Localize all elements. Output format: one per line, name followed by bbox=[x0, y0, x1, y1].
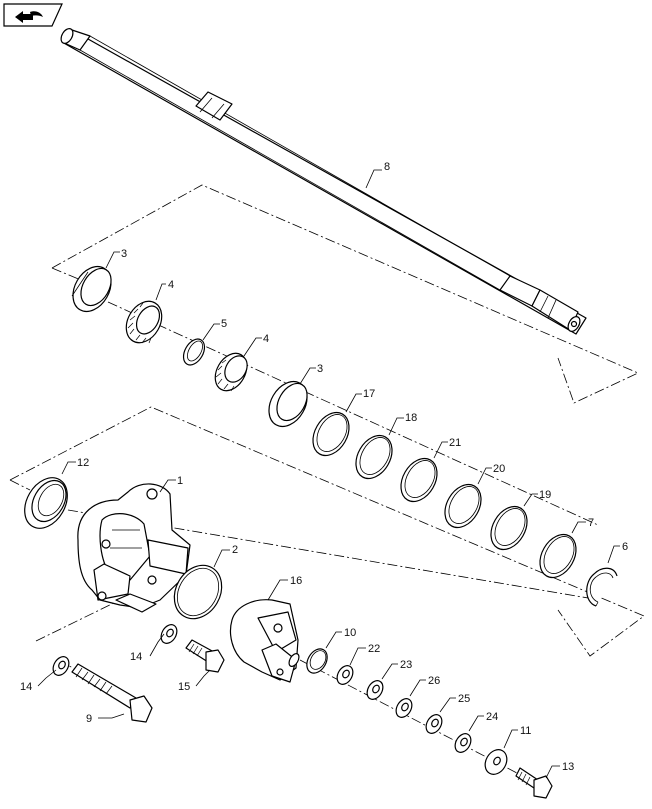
o-ring-part-2 bbox=[173, 564, 223, 620]
bolt-part-15 bbox=[185, 639, 225, 673]
lower-assembly-outline bbox=[9, 406, 645, 657]
callout-5: 5 bbox=[221, 318, 227, 330]
washer-part-22 bbox=[336, 665, 354, 685]
callout-3: 3 bbox=[121, 248, 127, 260]
callout-10: 10 bbox=[344, 627, 356, 639]
callout-20: 20 bbox=[493, 463, 505, 475]
callout-2: 2 bbox=[232, 544, 238, 556]
washer-part-14-upper bbox=[160, 624, 178, 644]
bearing-axis-line bbox=[107, 301, 599, 526]
return-button[interactable] bbox=[3, 3, 63, 27]
callout-25: 25 bbox=[458, 693, 470, 705]
callout-11: 11 bbox=[520, 725, 531, 737]
seal-part-12 bbox=[24, 477, 68, 529]
snap-ring-part-6 bbox=[586, 567, 618, 607]
callout-24: 24 bbox=[486, 711, 498, 723]
callout-14: 14 bbox=[20, 681, 32, 693]
return-arrow-icon bbox=[3, 3, 63, 27]
lower-assembly-outline-left bbox=[9, 479, 31, 491]
washer-part-23 bbox=[366, 680, 384, 700]
callout-4: 4 bbox=[263, 333, 269, 345]
shim-part-20 bbox=[444, 483, 482, 529]
housing-part-1 bbox=[77, 483, 191, 613]
callout-15: 15 bbox=[178, 681, 190, 693]
lower-assembly-outline-bottom bbox=[35, 599, 121, 642]
snap-ring-part-10 bbox=[306, 648, 328, 674]
leader-lines bbox=[37, 169, 620, 779]
callout-13: 13 bbox=[562, 761, 574, 773]
washer-part-25 bbox=[425, 714, 443, 734]
shim-part-19 bbox=[490, 505, 528, 551]
callout-labels: 8 3 4 5 4 3 17 18 21 20 19 7 6 12 1 2 16… bbox=[20, 161, 628, 773]
callout-23: 23 bbox=[400, 659, 412, 671]
washer-part-24 bbox=[454, 733, 472, 753]
callout-19: 19 bbox=[539, 489, 551, 501]
shaft-part-8 bbox=[60, 28, 587, 335]
callout-7: 7 bbox=[588, 517, 594, 529]
snap-ring-part-5 bbox=[182, 338, 206, 366]
callout-16: 16 bbox=[290, 575, 302, 587]
callout-17: 17 bbox=[363, 388, 375, 400]
callout-26: 26 bbox=[428, 675, 440, 687]
washer-part-26 bbox=[395, 698, 413, 718]
bolt-part-13 bbox=[515, 767, 553, 799]
callout-4: 4 bbox=[168, 279, 174, 291]
upper-assembly-outline bbox=[51, 184, 639, 404]
ring-part-7 bbox=[539, 533, 577, 579]
bearing-cup-part-3-lower bbox=[268, 380, 308, 428]
washer-part-14-lower bbox=[52, 656, 70, 676]
callout-18: 18 bbox=[405, 412, 417, 424]
callout-12: 12 bbox=[77, 457, 89, 469]
yoke-part-16 bbox=[229, 599, 300, 683]
callout-21: 21 bbox=[449, 437, 461, 449]
tapered-bearing-part-4-upper bbox=[125, 300, 163, 344]
callout-14: 14 bbox=[130, 651, 142, 663]
callout-6: 6 bbox=[622, 541, 628, 553]
washer-part-11 bbox=[484, 749, 508, 775]
callout-22: 22 bbox=[368, 643, 380, 655]
tapered-bearing-part-4-lower bbox=[214, 352, 248, 392]
callout-3: 3 bbox=[317, 363, 323, 375]
shim-part-17 bbox=[312, 411, 350, 457]
callout-9: 9 bbox=[86, 713, 92, 725]
shim-part-18 bbox=[355, 434, 393, 480]
callout-8: 8 bbox=[384, 161, 390, 173]
bolt-part-9 bbox=[71, 663, 153, 723]
bearing-cup-part-3-upper bbox=[71, 265, 112, 313]
callout-1: 1 bbox=[177, 475, 183, 487]
shim-part-21 bbox=[400, 457, 438, 503]
